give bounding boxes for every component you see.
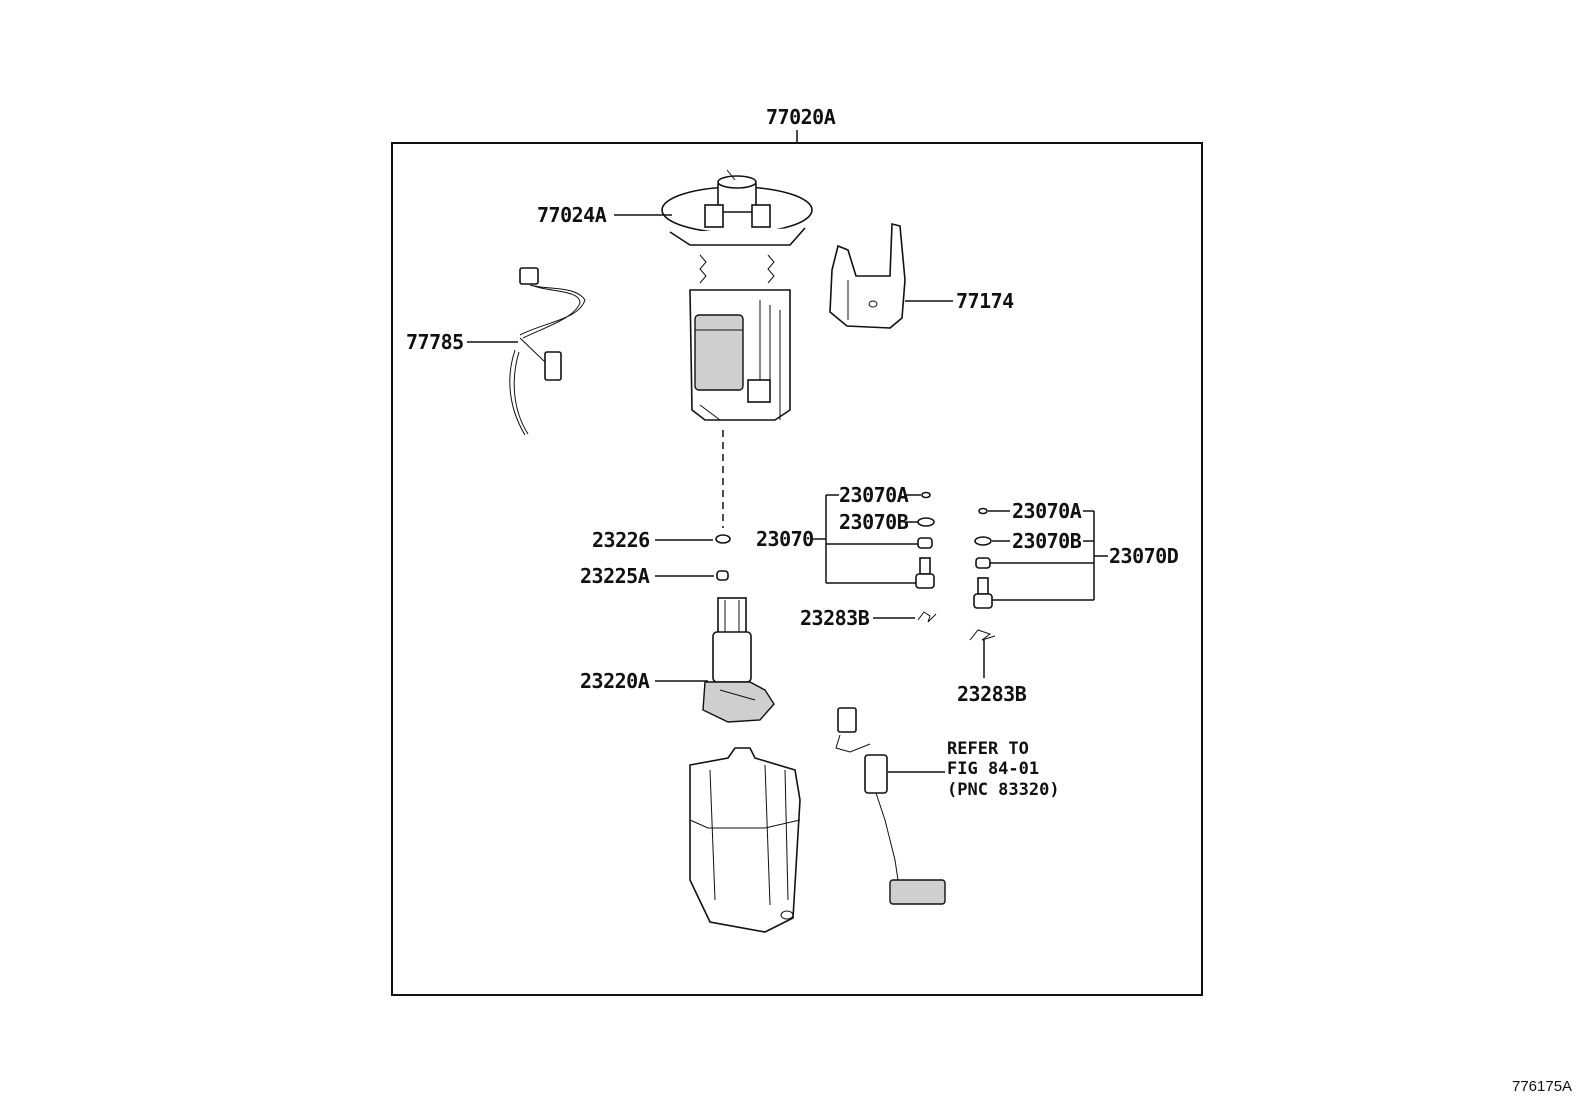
label-23220a[interactable]: 23220A (580, 669, 650, 693)
figure-id: 776175A (1512, 1078, 1572, 1095)
label-23283b-left[interactable]: 23283B (800, 606, 870, 630)
fuel-pump-drawing (702, 597, 775, 723)
label-77020a[interactable]: 77020A (766, 105, 836, 129)
label-77174[interactable]: 77174 (956, 289, 1015, 313)
regulator-left-drawing (915, 491, 935, 589)
reference-note-line1: REFER TO (947, 739, 1029, 759)
regulator-right-drawing (973, 507, 993, 609)
label-23283b-right[interactable]: 23283B (957, 682, 1027, 706)
label-23070d[interactable]: 23070D (1109, 544, 1179, 568)
bracket-drawing (829, 222, 906, 329)
wire-harness-drawing (509, 267, 586, 436)
sender-gauge-drawing (835, 707, 946, 905)
assembly-frame (391, 142, 1203, 996)
label-77785[interactable]: 77785 (406, 330, 464, 354)
label-23070b-right[interactable]: 23070B (1012, 529, 1082, 553)
label-23225a[interactable]: 23225A (580, 564, 650, 588)
label-23070a-right[interactable]: 23070A (1012, 499, 1082, 523)
reference-note-line3: (PNC 83320) (947, 780, 1060, 800)
label-23070[interactable]: 23070 (756, 527, 814, 551)
clip-left-drawing (917, 611, 937, 623)
sender-gauge-assembly-drawing (661, 169, 813, 421)
reference-note-line2: FIG 84-01 (947, 759, 1039, 779)
label-77024a[interactable]: 77024A (537, 203, 607, 227)
clip-right-drawing (969, 629, 996, 641)
label-23070b-left[interactable]: 23070B (839, 510, 909, 534)
cushion-drawing (715, 534, 731, 544)
label-23226[interactable]: 23226 (592, 528, 650, 552)
filter-case-drawing (689, 747, 801, 933)
label-23070a-left[interactable]: 23070A (839, 483, 909, 507)
filter-ring-drawing (716, 570, 729, 581)
